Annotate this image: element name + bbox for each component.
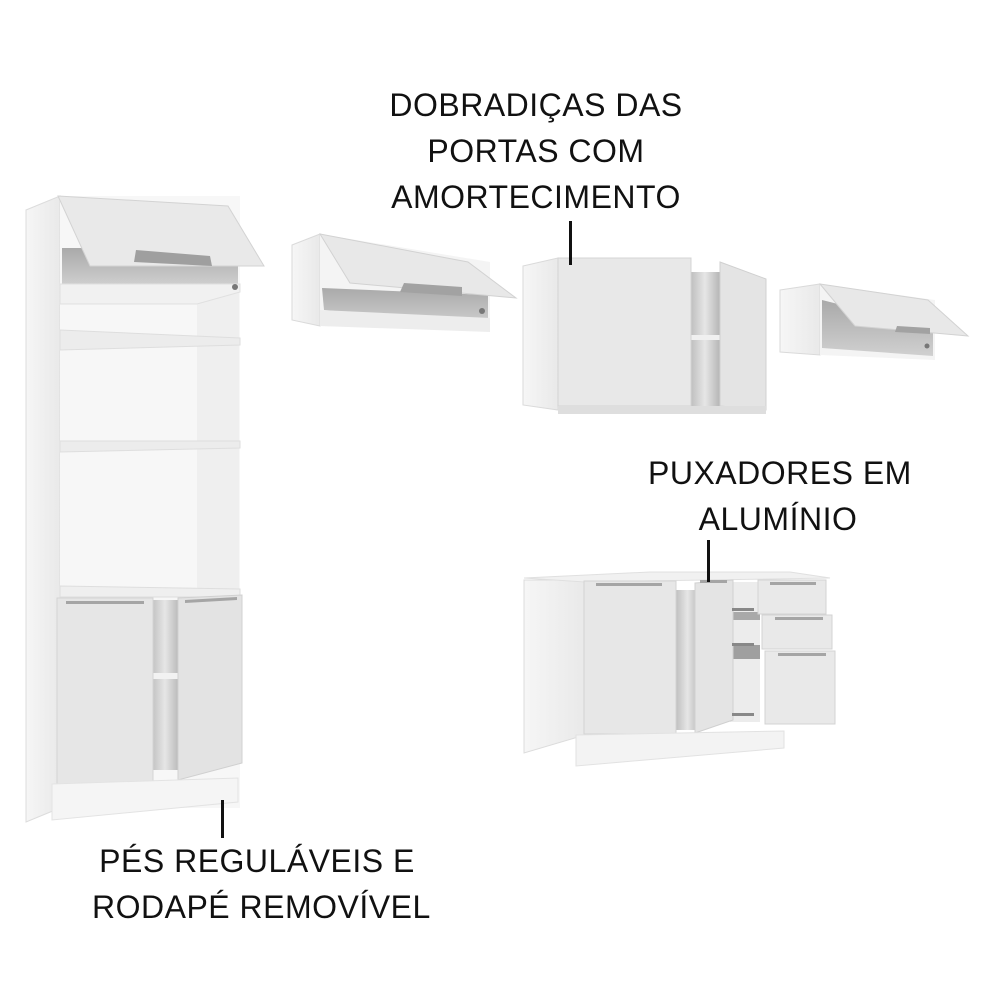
callout-hinges-leader-line [569,221,572,265]
base-cabinet-drawers [523,571,836,767]
wall-cabinet-flip-2 [779,283,970,360]
callout-hinges-line-2: PORTAS COM [427,133,645,169]
callout-feet-line-2: RODAPÉ REMOVÍVEL [92,889,431,925]
callout-feet-leader-line [221,800,224,838]
callout-feet: PÉS REGULÁVEIS E RODAPÉ REMOVÍVEL [92,838,431,930]
tall-tower-cabinet [25,195,265,823]
callout-hinges-line-3: AMORTECIMENTO [391,179,681,215]
callout-handles: PUXADORES EM ALUMÍNIO [648,450,912,542]
callout-feet-line-1: PÉS REGULÁVEIS E [99,843,415,879]
callout-hinges-line-1: DOBRADIÇAS DAS [389,87,683,123]
callout-handles-line-2: ALUMÍNIO [698,501,858,537]
wall-cabinet-two-doors [522,257,767,414]
callout-hinges: DOBRADIÇAS DAS PORTAS COM AMORTECIMENTO [386,82,686,220]
wall-cabinet-flip-1 [291,233,518,332]
callout-handles-leader-line [707,540,710,582]
callout-handles-line-1: PUXADORES EM [648,455,912,491]
